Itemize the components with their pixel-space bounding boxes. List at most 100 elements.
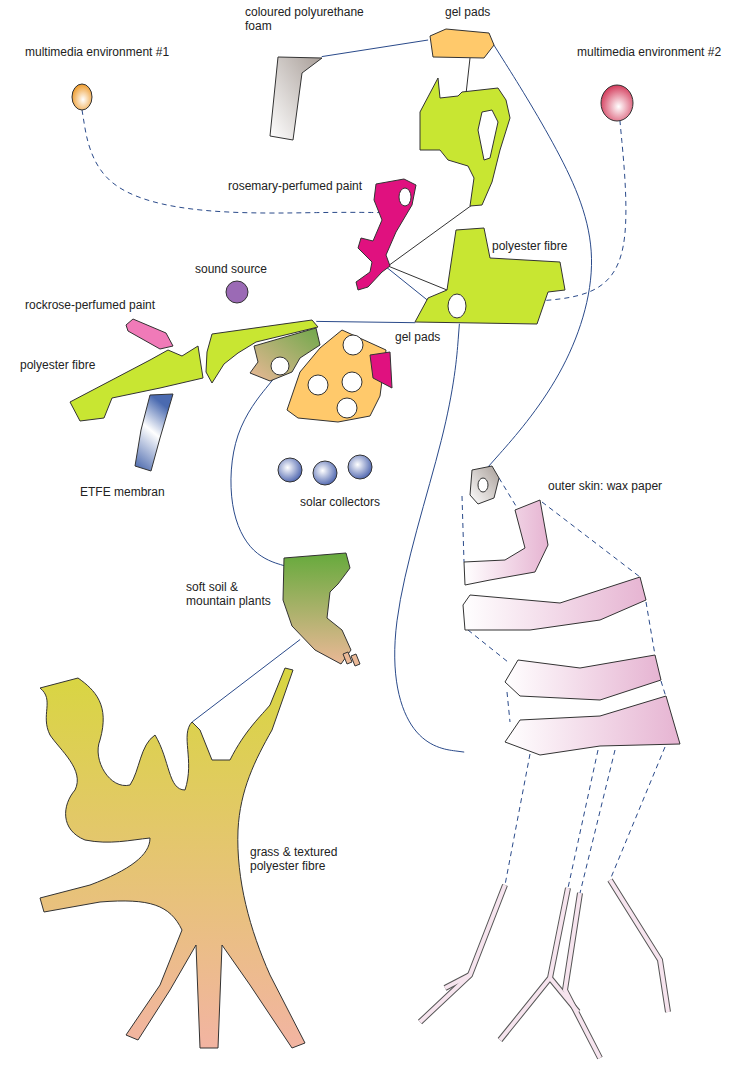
guide-line [610,747,665,880]
node-outline [455,462,685,758]
part-shape [337,398,357,418]
guide-line [499,478,516,506]
panel-notch [478,110,498,160]
guide-line [462,496,464,562]
part-shape [342,372,362,392]
part-label: outer skin: wax paper [548,479,750,493]
dashed-connector [82,110,380,213]
part-label: multimedia environment #1 [25,45,49,59]
node-outline [278,548,360,670]
part-shape [351,654,360,666]
part-shape [478,478,488,492]
node-outline [412,222,570,328]
part-shape [601,85,633,121]
node-outline [276,453,374,487]
green-panel [420,78,510,206]
part-shape [343,652,352,664]
part-shape [271,357,289,375]
connector-line [487,42,591,468]
node-outline [599,84,635,122]
foam-part: coloured polyurethane foam [268,52,324,144]
soil-part: soft soil & mountain plants [278,548,360,670]
part-shape [430,29,494,58]
part-shape [70,346,203,421]
node-outline [226,281,248,303]
part-shape [283,553,351,664]
gel-pad-part: gel pads [426,26,496,61]
part-shape [278,458,302,482]
part-label: coloured polyurethane foam [245,5,365,33]
connector-line [386,267,428,301]
paint-part: rosemary-perfumed paint [352,176,420,294]
part-shape [448,294,466,318]
guide-line [507,692,510,722]
part-label: rosemary-perfumed paint [228,179,296,193]
guide-line [568,750,598,888]
part-shape [270,57,322,140]
part-shape [126,319,173,349]
connector-line [322,40,428,57]
part-shape [505,696,680,755]
part-label: gel pads [395,330,543,344]
part-shape [135,394,173,471]
guide-line [580,750,615,893]
part-label: polyester fibre [492,239,650,253]
green-panel-shape [420,78,510,206]
part-shape [356,179,416,290]
solar-collectors: solar collectors [276,453,374,487]
part-shape [72,84,92,110]
part-shape [348,455,372,479]
multimedia-node: multimedia environment #1 [70,82,94,112]
part-label: multimedia environment #2 [577,45,613,59]
node-outline [426,26,496,61]
part-label: rockrose-perfumed paint [25,298,79,312]
part-shape [226,281,248,303]
node-outline [352,176,420,294]
node-outline [122,316,176,352]
wax-guides [462,478,666,893]
grass-part: grass & textured polyester fibre [36,662,308,1054]
guide-line [646,602,655,655]
sound-source: sound source [226,281,248,303]
part-shape [505,655,661,700]
node-outline [268,52,324,144]
guide-line [468,630,508,662]
legs [420,880,668,1058]
part-shape [370,352,392,388]
part-label: ETFE membran [80,485,126,499]
node-outline [130,390,176,474]
part-label: sound source [195,262,217,276]
connector-line [316,321,415,322]
part-shape [308,375,328,395]
part-shape [464,500,548,585]
multimedia-node: multimedia environment #2 [599,84,635,122]
leader-line [388,266,447,290]
part-shape [463,577,646,630]
wax-skin: outer skin: wax paper [455,462,685,758]
part-label: soft soil & mountain plants [186,580,278,608]
membrane-part: ETFE membran [130,390,176,474]
part-label: gel pads [445,5,515,19]
node-outline [70,82,94,112]
leader-line [466,58,470,94]
connector-line [395,324,464,752]
part-shape [343,335,363,355]
guide-line [661,681,666,697]
node-outline [246,324,394,424]
paint-part: rockrose-perfumed paint [122,316,176,352]
guide-line [542,502,640,577]
part-shape [287,330,386,422]
part-label: polyester fibre [20,358,278,372]
part-label: solar collectors [300,495,398,509]
part-shape [470,466,499,504]
guide-line [505,754,530,885]
fibre-part: polyester fibre [412,222,570,328]
gel-pad-part: gel pads [246,324,394,424]
part-shape [399,188,411,206]
part-label: grass & textured polyester fibre [250,845,350,873]
part-shape [313,461,337,485]
